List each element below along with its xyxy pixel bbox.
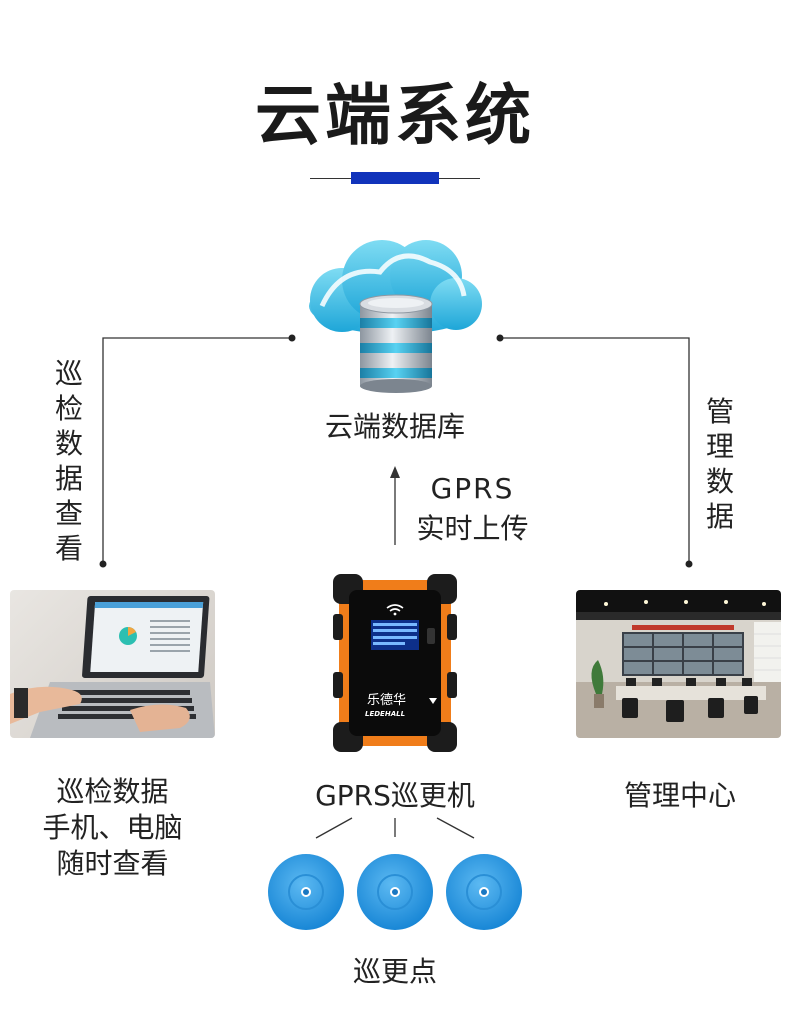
control-room-caption: 管理中心	[623, 779, 736, 812]
right-vertical-label: 管理数据	[705, 395, 734, 533]
console-desk	[616, 686, 766, 700]
checkpoint-tag-icon	[357, 854, 433, 930]
laptop-caption-line-1: 巡检数据	[56, 775, 169, 808]
right-connector-dot-bottom	[685, 560, 693, 568]
page-title: 云端系统	[255, 77, 535, 154]
device-brand-en: LEDEHALL	[365, 710, 405, 718]
left-connector-dot-top	[288, 334, 296, 342]
device-brand: 乐德华	[367, 693, 406, 708]
checkpoint-connector-right	[436, 817, 475, 839]
cloud-shape	[309, 240, 482, 334]
checkpoint-connector-left	[315, 817, 353, 839]
database-cylinder	[359, 294, 433, 393]
left-vertical-label: 巡检数据查看	[54, 357, 83, 565]
device-down-button	[429, 698, 437, 704]
laptop-caption: 巡检数据 手机、电脑 随时查看	[10, 774, 215, 882]
checkpoint-tag-icon	[446, 854, 522, 930]
left-connector-dot-bottom	[99, 560, 107, 568]
right-connector-dot-top	[496, 334, 504, 342]
control-room-photo	[576, 590, 781, 738]
upload-protocol-label: GPRS	[430, 472, 515, 505]
checkpoint-tag-icon	[268, 854, 344, 930]
wifi-icon	[386, 604, 404, 612]
laptop-screen	[90, 602, 204, 672]
laptop-photo	[10, 590, 215, 738]
upload-realtime-label: 实时上传	[416, 512, 529, 545]
left-connector	[102, 337, 292, 564]
title-accent-bar	[351, 172, 439, 184]
plant-icon	[591, 660, 604, 694]
laptop-caption-line-2: 手机、电脑	[42, 811, 183, 844]
device-caption: GPRS巡更机	[315, 779, 475, 812]
right-connector	[500, 337, 690, 564]
upload-arrow-head	[390, 466, 400, 478]
patrol-device: 乐德华 LEDEHALL	[333, 574, 457, 752]
sos-button	[427, 628, 435, 644]
hand-right	[130, 704, 190, 732]
cloud-database-icon	[309, 240, 482, 393]
laptop-caption-line-3: 随时查看	[56, 847, 169, 880]
cloud-database-label: 云端数据库	[324, 410, 465, 443]
checkpoint-tags	[268, 854, 522, 930]
checkpoint-caption: 巡更点	[352, 955, 437, 988]
